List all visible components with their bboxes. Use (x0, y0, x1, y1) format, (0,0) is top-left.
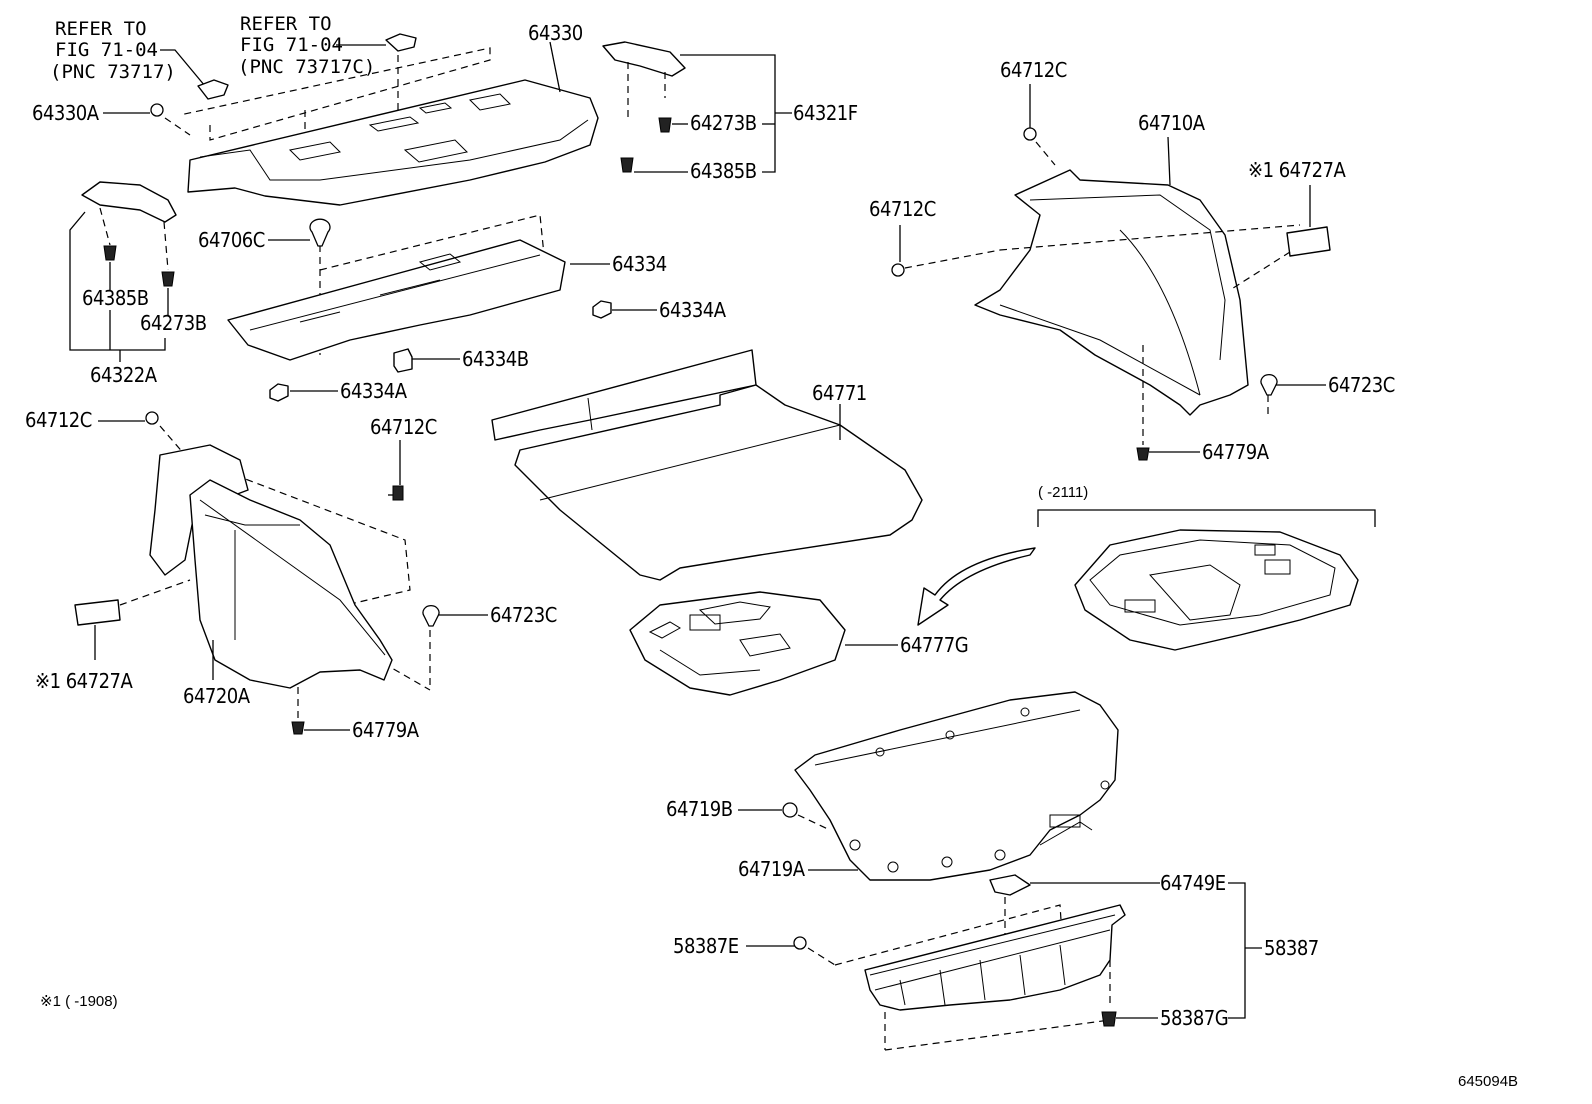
label-64749E: 64749E (1160, 871, 1226, 895)
label-64779A-right: 64779A (1202, 440, 1270, 464)
label-64322A: 64322A (90, 363, 158, 387)
label-58387G: 58387G (1160, 1006, 1228, 1030)
bracket-64321F: 64273B 64385B 64321F (602, 41, 858, 183)
variant-range-label: ( -2111) (1038, 484, 1088, 501)
label-64720A: 64720A (183, 684, 251, 708)
label-64334: 64334 (612, 252, 667, 276)
label-58387E: 58387E (673, 934, 739, 958)
label-64321F: 64321F (793, 101, 858, 125)
label-64723C-left: 64723C (490, 603, 557, 627)
label-64334A-right: 64334A (659, 298, 727, 322)
side-trim-64710A: 64712C 64710A ※1 64727A 64712C 64723C 64… (869, 58, 1395, 464)
label-64334A-left: 64334A (340, 379, 408, 403)
figure-id: 645094B (1458, 1073, 1518, 1090)
label-64727A-right: ※1 64727A (1248, 158, 1346, 182)
bracket-64322A: 64385B 64273B 64322A (69, 181, 207, 387)
ref1-line3: (PNC 73717) (50, 61, 176, 83)
tool-tray-64777G: 64777G (629, 547, 1036, 696)
label-64723C-right: 64723C (1328, 373, 1395, 397)
reference-note-73717: REFER TO FIG 71-04 (PNC 73717) (50, 18, 229, 100)
label-64330: 64330 (528, 21, 583, 45)
arrow-icon (917, 547, 1036, 626)
label-64706C: 64706C (198, 228, 265, 252)
label-58387: 58387 (1264, 936, 1319, 960)
ref2-line3: (PNC 73717C) (238, 56, 375, 78)
package-tray-64330: 64330 (179, 21, 599, 206)
pad-64334B: 64334B (393, 347, 529, 373)
label-64273B-top: 64273B (690, 111, 757, 135)
pad-64334A-right: 64334A (592, 298, 727, 322)
label-64771: 64771 (812, 381, 867, 405)
label-64385B-left: 64385B (82, 286, 149, 310)
label-64385B-top: 64385B (690, 159, 757, 183)
pad-64334A-left: 64334A (269, 379, 408, 403)
label-64719B: 64719B (666, 797, 733, 821)
sill-plate-58387: 64749E 58387E 58387G 58387 (673, 871, 1319, 1051)
label-64779A-left: 64779A (352, 718, 420, 742)
lid-trim-64719A: 64719B 64719A (666, 691, 1119, 881)
floor-mat-64771: 64771 (491, 349, 923, 581)
alternate-tray-2111: ( -2111) (1037, 484, 1376, 651)
label-64334B: 64334B (462, 347, 529, 371)
label-64712C-right-mid: 64712C (869, 197, 936, 221)
clip-73717c-icon (385, 33, 417, 52)
footnote: ※1 ( -1908) (40, 993, 118, 1010)
label-64727A-left: ※1 64727A (35, 669, 133, 693)
mat-64334: 64706C 64334 (198, 214, 667, 361)
label-64777G: 64777G (900, 633, 968, 657)
label-64719A: 64719A (738, 857, 806, 881)
ref1-line2: FIG 71-04 (55, 39, 158, 61)
label-64273B-left: 64273B (140, 311, 207, 335)
ref1-line1: REFER TO (55, 18, 147, 40)
label-64330A: 64330A (32, 101, 100, 125)
ref2-line1: REFER TO (240, 13, 332, 35)
ref2-line2: FIG 71-04 (240, 34, 343, 56)
side-trim-64720A: 64712C 64712C 64723C ※1 64727A 64720A 64… (25, 408, 557, 742)
label-64712C-left: 64712C (25, 408, 92, 432)
reference-note-73717c: REFER TO FIG 71-04 (PNC 73717C) (238, 13, 417, 78)
clip-73717-icon (197, 79, 229, 100)
fastener-64330A: 64330A (32, 101, 191, 136)
label-64710A: 64710A (1138, 111, 1206, 135)
label-64712C-right-top: 64712C (1000, 58, 1067, 82)
label-64712C-mid: 64712C (370, 415, 437, 439)
